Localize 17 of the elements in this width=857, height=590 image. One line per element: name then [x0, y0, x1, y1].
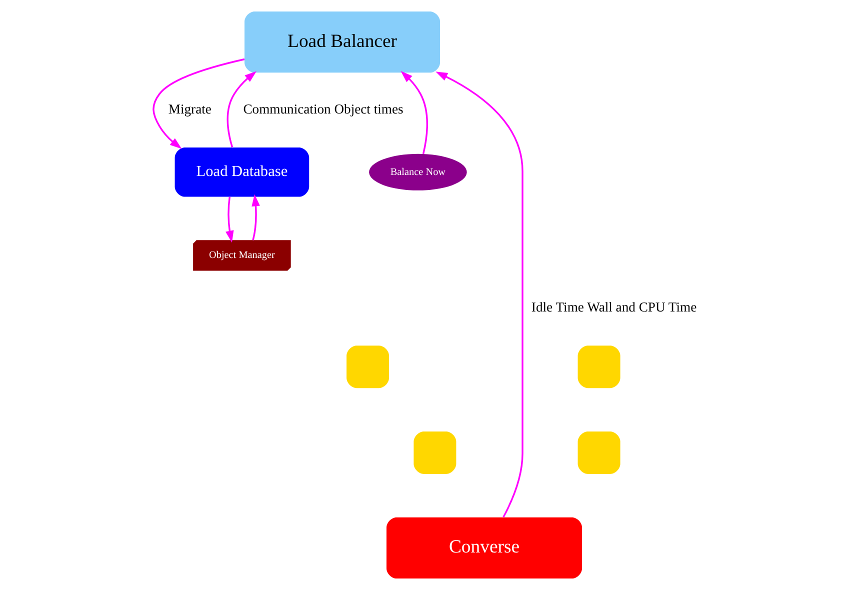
node-box: Converse	[386, 517, 582, 579]
arrow	[400, 71, 428, 154]
node-box: Load Database	[174, 148, 310, 197]
edge-label: Migrate	[168, 101, 212, 116]
arrow	[226, 196, 234, 243]
edge-label: Idle Time Wall and CPU Time	[531, 299, 697, 314]
arrow	[252, 194, 260, 240]
node-box: Load Balancer	[244, 11, 440, 73]
node-box	[578, 431, 620, 474]
node-box	[414, 431, 456, 474]
arrow	[226, 71, 257, 148]
edge-label: Communication Object times	[243, 101, 404, 116]
node-box	[346, 346, 390, 388]
arrow	[436, 72, 524, 518]
node-ellipse: Balance Now	[369, 154, 467, 190]
node-box	[578, 346, 620, 388]
arrow	[152, 58, 245, 149]
